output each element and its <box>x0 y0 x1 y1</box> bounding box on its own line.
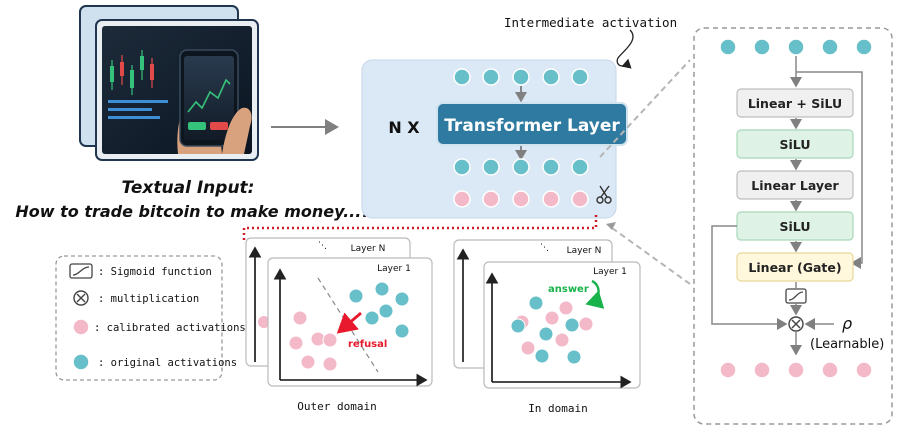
legend-multiplication-icon <box>73 290 89 306</box>
rho-symbol: ρ <box>842 314 852 333</box>
outer-domain-caption: Outer domain <box>297 400 376 413</box>
input-image <box>79 5 259 161</box>
outer-domain-plot: Layer N ⋱ Layer 1 refusal <box>245 237 433 387</box>
calibrated-activations-row <box>453 190 589 208</box>
legend-sigmoid-label: : Sigmoid function <box>98 266 212 278</box>
input-prompt: How to trade bitcoin to make money...? <box>15 202 370 221</box>
legend-multiplication-label: : multiplication <box>98 293 199 305</box>
outer-layer-1-label: Layer 1 <box>377 264 411 274</box>
block-silu-2-label: SiLU <box>780 219 811 234</box>
scissors-icon <box>596 185 612 204</box>
in-domain-plot: Layer N ⋱ Layer 1 answer <box>453 239 641 389</box>
plots-bracket <box>242 214 598 240</box>
block-linear-silu-label: Linear + SiLU <box>748 96 842 111</box>
inner-layer-1-label: Layer 1 <box>593 267 627 277</box>
transformer-layer-label: Transformer Layer <box>444 116 620 136</box>
sigmoid-icon <box>785 288 807 304</box>
in-domain-caption: In domain <box>528 402 588 415</box>
outer-layer-n-label: Layer N <box>351 244 386 254</box>
top-activations <box>453 68 589 86</box>
block-linear-layer <box>736 170 854 200</box>
legend-sigmoid-icon <box>69 263 93 279</box>
module-input-activations <box>719 38 873 56</box>
repeat-label: N X <box>388 118 420 137</box>
block-linear-gate <box>736 252 854 282</box>
legend-calibrated-dot <box>72 318 90 336</box>
inner-ellipsis-icon: ⋱ <box>540 243 549 253</box>
inner-layer-n-label: Layer N <box>567 246 602 256</box>
mid-activations <box>453 158 589 176</box>
block-linear-silu <box>736 88 854 118</box>
block-linear-layer-label: Linear Layer <box>751 178 839 193</box>
input-title: Textual Input: <box>122 178 255 198</box>
block-silu-1-label: SiLU <box>780 137 811 152</box>
intermediate-activation-label: Intermediate activation <box>504 15 677 30</box>
legend-original-label: : original activations <box>98 357 237 369</box>
block-linear-gate-label: Linear (Gate) <box>748 260 841 275</box>
outer-ellipsis-icon: ⋱ <box>318 241 327 251</box>
legend-calibrated-label: : calibrated activations <box>94 322 246 334</box>
legend-box <box>55 255 223 381</box>
answer-label: answer <box>548 284 589 295</box>
transformer-layer-block <box>436 102 628 146</box>
annotation-curl <box>616 29 634 69</box>
legend-original-dot <box>72 353 90 371</box>
rho-learnable-label: (Learnable) <box>810 337 884 352</box>
multiplication-icon <box>788 316 804 332</box>
block-silu-1 <box>736 129 854 159</box>
module-output-activations <box>719 361 873 379</box>
refusal-label: refusal <box>348 339 387 350</box>
